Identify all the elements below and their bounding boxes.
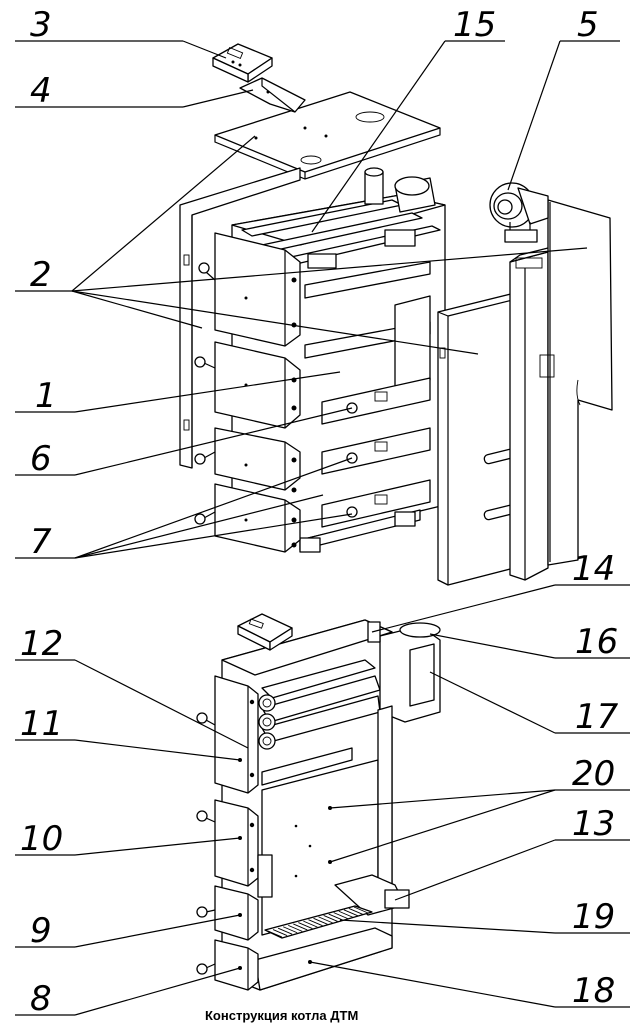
- callout-12: 12: [20, 624, 63, 664]
- grate-bar: [282, 926, 298, 934]
- controller-bracket: [239, 77, 306, 113]
- front-doors: [194, 232, 301, 553]
- exploded-view: [179, 43, 613, 586]
- cutaway-view: [196, 613, 441, 991]
- grate-bar: [353, 906, 369, 914]
- grate-bar: [328, 913, 343, 921]
- grate-bar: [277, 927, 293, 935]
- callout-16: 16: [575, 622, 618, 662]
- grate: [264, 905, 373, 939]
- front-doors-cutaway: [196, 675, 273, 991]
- callout-4: 4: [30, 71, 52, 111]
- callout-11: 11: [20, 704, 63, 744]
- grate-bar: [338, 910, 354, 918]
- callout-6: 6: [30, 439, 52, 479]
- callout-20: 20: [572, 754, 615, 794]
- callout-19: 19: [572, 897, 615, 937]
- grate-bar: [272, 929, 288, 937]
- rear-flue-duct: [509, 246, 553, 581]
- top-cover: [214, 91, 441, 173]
- fan-blower: [489, 182, 549, 243]
- callout-18: 18: [572, 971, 615, 1011]
- callout-8: 8: [30, 979, 52, 1019]
- grate-bar: [303, 920, 318, 928]
- callout-9: 9: [30, 911, 52, 951]
- callout-13: 13: [572, 804, 615, 844]
- diagram-caption: Конструкция котла ДТМ: [205, 1008, 358, 1023]
- callout-3: 3: [30, 5, 52, 45]
- callout-1: 1: [35, 376, 57, 416]
- combustion-chamber: [261, 747, 353, 786]
- grate-bar: [298, 922, 313, 929]
- controller: [212, 43, 273, 83]
- grate-bar: [333, 912, 348, 920]
- grate-bar: [343, 909, 359, 917]
- callout-5: 5: [577, 5, 599, 45]
- grate-bar: [318, 916, 333, 924]
- callout-labels: 3 4 15 5 2 1 6 7 14 12 16 11 17 20 10 13…: [20, 5, 619, 1019]
- flue-box: [367, 621, 441, 723]
- callout-7: 7: [30, 522, 52, 562]
- callout-2: 2: [30, 255, 52, 295]
- controller-cutaway: [237, 613, 293, 651]
- back-panel: [539, 199, 613, 566]
- callout-14: 14: [572, 549, 615, 589]
- grate-bar: [323, 915, 338, 922]
- grate-bar: [267, 930, 283, 938]
- callout-15: 15: [453, 5, 496, 45]
- leader-lines: [15, 40, 630, 1016]
- grate-bar: [288, 924, 303, 932]
- grate-bar: [308, 919, 323, 927]
- grate-bar: [313, 917, 328, 925]
- grate-bar: [348, 907, 364, 915]
- grate-bar: [293, 923, 308, 931]
- callout-10: 10: [20, 819, 63, 859]
- callout-17: 17: [575, 697, 619, 737]
